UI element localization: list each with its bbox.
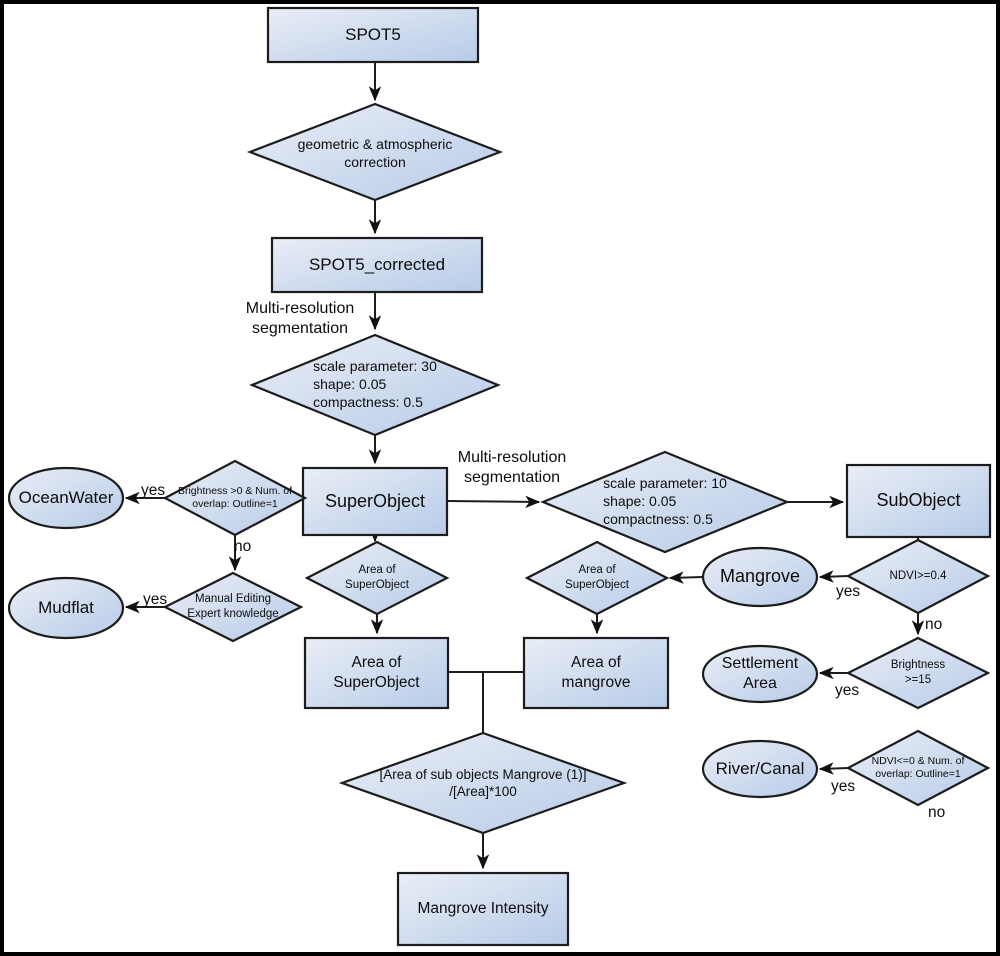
mudflat-ellipse-shape: [7, 576, 125, 640]
area-superobject-diamond-right-shape: [524, 540, 670, 616]
arrow-mangrove-to-area-diamond: [668, 571, 704, 584]
brightness15-diamond-shape: [845, 636, 991, 710]
spot5-corrected-box-shape: [270, 236, 484, 294]
seg30-diamond-shape: [249, 333, 501, 437]
manual-editing-diamond-shape: [162, 571, 304, 643]
rivercanal-ellipse-shape: [701, 739, 819, 799]
connector-lines: [124, 62, 925, 870]
node-shapes: [7, 6, 992, 947]
geo-correction-diamond-shape: [246, 102, 504, 202]
mangrove-ellipse-shape: [701, 546, 819, 608]
area-superobject-box-shape: [303, 636, 450, 710]
area-mangrove-box-shape: [522, 636, 670, 710]
intensity-formula-diamond-shape: [338, 731, 628, 835]
mangrove-intensity-box-shape: [396, 871, 570, 947]
ndvi04-diamond-shape: [845, 538, 991, 615]
settlement-ellipse-shape: [701, 644, 819, 704]
spot5-box-shape: [266, 6, 480, 64]
oceanwater-ellipse-shape: [7, 466, 125, 530]
brightness-overlap-diamond-shape: [162, 459, 308, 537]
ndvi0-overlap-diamond-shape: [845, 729, 991, 807]
superobject-box-shape: [301, 466, 449, 537]
arrow-superobject-to-seg10: [446, 495, 541, 509]
arrow-yes-to-mangrove: [818, 570, 849, 583]
subobject-box-shape: [845, 463, 992, 539]
seg10-diamond-shape: [540, 450, 790, 554]
area-superobject-diamond-left-shape: [304, 540, 450, 616]
arrow-yes-to-rivercanal: [818, 762, 849, 775]
